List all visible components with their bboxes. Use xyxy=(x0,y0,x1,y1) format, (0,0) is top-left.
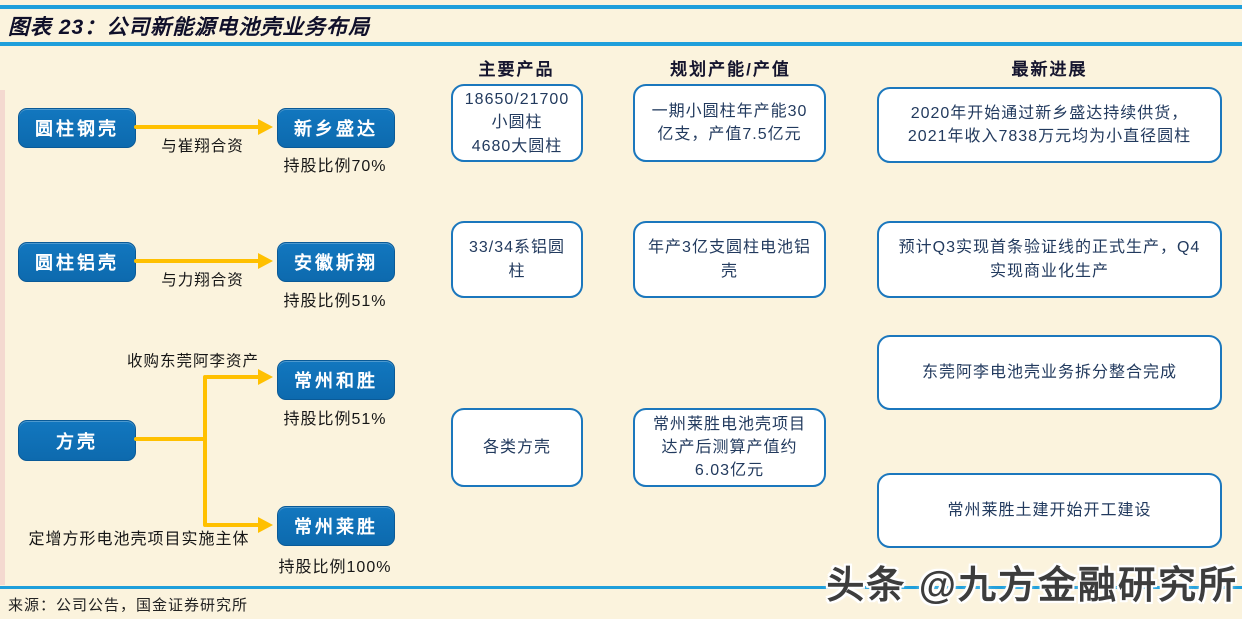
node-changzhou-laisheng: 常州莱胜 xyxy=(277,506,395,546)
column-header-capacity: 规划产能/产值 xyxy=(670,60,791,79)
arrow-steel-shaft xyxy=(134,125,260,129)
arrow-hesheng-head-icon xyxy=(258,369,273,385)
arrow-hesheng-shaft xyxy=(205,375,260,379)
arrow-laisheng-shaft xyxy=(205,523,260,527)
progress-box-aluminum: 预计Q3实现首条验证线的正式生产，Q4实现商业化生产 xyxy=(877,221,1222,298)
edge-label-lixiang-jv: 与力翔合资 xyxy=(161,272,244,289)
edge-label-private-placement-project: 定增方形电池壳项目实施主体 xyxy=(28,531,250,548)
node-changzhou-hesheng: 常州和胜 xyxy=(277,360,395,400)
node-cylinder-aluminum-shell: 圆柱铝壳 xyxy=(18,242,136,282)
connector-square-horizontal xyxy=(134,437,207,441)
holding-ratio-hesheng: 持股比例51% xyxy=(283,411,387,428)
figure-title: 图表 23：公司新能源电池壳业务布局 xyxy=(8,16,371,39)
products-box-square: 各类方壳 xyxy=(451,408,583,487)
node-square-shell: 方壳 xyxy=(18,420,136,461)
arrow-aluminum-head-icon xyxy=(258,253,273,269)
edge-label-cuixiang-jv: 与崔翔合资 xyxy=(161,138,244,155)
holding-ratio-shengda: 持股比例70% xyxy=(283,158,387,175)
node-xinxiang-shengda: 新乡盛达 xyxy=(277,108,395,148)
products-box-aluminum: 33/34系铝圆柱 xyxy=(451,221,583,298)
progress-box-hesheng: 东莞阿李电池壳业务拆分整合完成 xyxy=(877,335,1222,410)
source-note: 来源：公司公告，国金证券研究所 xyxy=(8,597,249,614)
capacity-box-steel: 一期小圆柱年产能30亿支，产值7.5亿元 xyxy=(633,84,826,162)
capacity-box-square: 常州莱胜电池壳项目达产后测算产值约6.03亿元 xyxy=(633,408,826,487)
products-box-steel: 18650/21700 小圆柱 4680大圆柱 xyxy=(451,84,583,162)
left-edge-strip xyxy=(0,90,5,585)
holding-ratio-sixiang: 持股比例51% xyxy=(283,293,387,310)
capacity-box-aluminum: 年产3亿支圆柱电池铝壳 xyxy=(633,221,826,298)
arrow-laisheng-head-icon xyxy=(258,517,273,533)
node-cylinder-steel-shell: 圆柱钢壳 xyxy=(18,108,136,148)
watermark-toutiao-jiufang: 头条 @九方金融研究所 xyxy=(826,565,1238,607)
top-rule xyxy=(0,5,1242,9)
bottom-rule xyxy=(0,586,1242,589)
column-header-progress: 最新进展 xyxy=(1011,60,1088,79)
arrow-steel-head-icon xyxy=(258,119,273,135)
node-anhui-sixiang: 安徽斯翔 xyxy=(277,242,395,282)
holding-ratio-laisheng: 持股比例100% xyxy=(278,559,392,576)
edge-label-dongguan-ali-acquisition: 收购东莞阿李资产 xyxy=(126,353,259,370)
arrow-aluminum-shaft xyxy=(134,259,260,263)
title-underline-rule xyxy=(0,42,1242,46)
progress-box-laisheng: 常州莱胜土建开始开工建设 xyxy=(877,473,1222,548)
connector-square-vertical xyxy=(203,375,207,527)
column-header-products: 主要产品 xyxy=(478,60,555,79)
progress-box-steel: 2020年开始通过新乡盛达持续供货，2021年收入7838万元均为小直径圆柱 xyxy=(877,87,1222,163)
